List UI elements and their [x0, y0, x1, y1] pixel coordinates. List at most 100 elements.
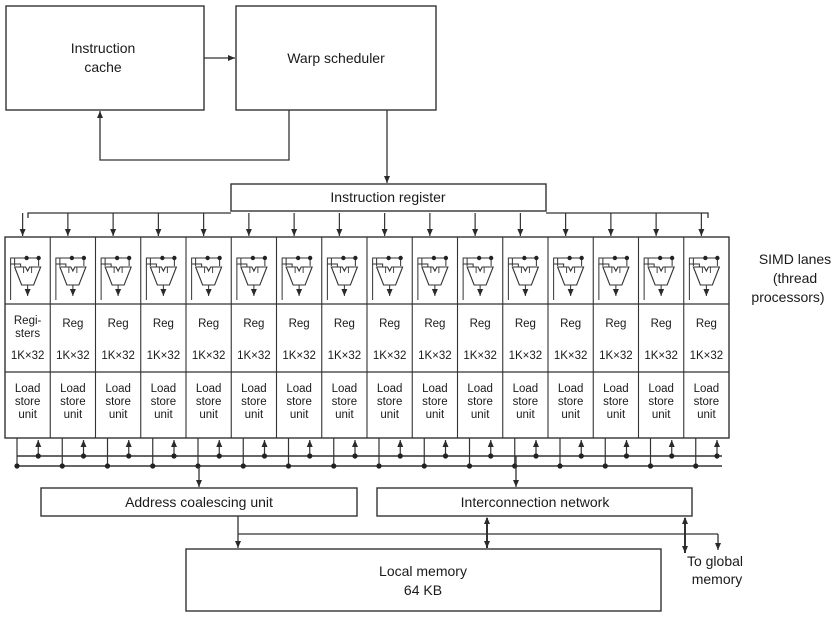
bus-junction-dot: [647, 463, 654, 469]
load-store-unit-label: store: [422, 396, 448, 408]
register-file-size: 1K×32: [463, 350, 497, 362]
bus-junction-dot: [171, 453, 177, 459]
alu-icon: [553, 255, 585, 300]
interconnection-network-label: Interconnection network: [461, 494, 611, 510]
register-file-label: Reg: [198, 318, 219, 330]
load-store-unit-label: Load: [694, 383, 720, 395]
register-file-size: 1K×32: [282, 350, 316, 362]
alu-icon: [372, 255, 404, 300]
register-file-size: 1K×32: [11, 350, 45, 362]
load-store-unit-label: Load: [558, 383, 584, 395]
load-store-unit-label: store: [558, 396, 584, 408]
alu-icon: [145, 255, 178, 300]
load-store-unit-label: unit: [245, 409, 264, 421]
address-coalescing-unit-block: Address coalescing unit: [40, 487, 358, 517]
register-file-size: 1K×32: [418, 350, 452, 362]
simd-lanes-label-line3: processors): [751, 289, 824, 305]
load-store-unit-label: Load: [105, 383, 131, 395]
load-store-unit-label: unit: [471, 409, 490, 421]
register-file-label: Reg: [470, 318, 491, 330]
instruction-bus-drops: [19, 213, 705, 236]
load-store-unit-label: Load: [15, 383, 41, 395]
bus-junction-dot: [466, 463, 473, 469]
to-global-memory-label-line1: To global: [687, 553, 743, 569]
simd-lanes-label-line2: (thread: [773, 270, 817, 286]
register-file-label: Reg: [696, 318, 717, 330]
alu-icon: [462, 255, 494, 300]
register-file-size: 1K×32: [373, 350, 407, 362]
load-store-unit-label: Load: [286, 383, 312, 395]
address-coalescing-unit-label: Address coalescing unit: [125, 494, 273, 510]
load-store-unit-label: unit: [64, 409, 83, 421]
bus-junction-dot: [693, 463, 699, 469]
bus-junction-dot: [307, 453, 313, 459]
local-memory-label-line2: 64 KB: [404, 582, 442, 598]
load-store-unit-label: store: [694, 396, 720, 408]
instruction-cache-label-line1: Instruction: [71, 40, 136, 56]
load-store-unit-label: unit: [380, 409, 399, 421]
bus-junction-dot: [104, 463, 111, 469]
load-store-unit-label: store: [105, 396, 131, 408]
warp-scheduler-label: Warp scheduler: [287, 50, 385, 66]
load-store-unit-label: unit: [561, 409, 580, 421]
bus-junction-dot: [285, 463, 292, 469]
instruction-register-label: Instruction register: [330, 189, 445, 205]
interconnection-network-block: Interconnection network: [376, 487, 693, 517]
simd-lane-columns: Regi-sters1K×32LoadstoreunitReg1K×32Load…: [10, 237, 723, 438]
alu-icon: [417, 255, 449, 300]
load-store-unit-label: store: [603, 396, 629, 408]
alu-icon: [326, 255, 359, 300]
register-file-size: 1K×32: [599, 350, 633, 362]
load-store-unit-label: store: [151, 396, 177, 408]
load-store-unit-label: unit: [516, 409, 535, 421]
load-store-unit-label: store: [241, 396, 267, 408]
load-store-unit-label: Load: [603, 383, 629, 395]
bus-junction-dot: [397, 453, 403, 459]
alu-icon: [507, 255, 540, 300]
register-file-size: 1K×32: [237, 350, 271, 362]
bus-junction-dot: [261, 453, 268, 459]
load-store-unit-label: Load: [467, 383, 493, 395]
load-store-unit-label: unit: [199, 409, 218, 421]
alu-icon: [191, 255, 223, 300]
load-store-unit-label: unit: [426, 409, 445, 421]
register-file-label: Reg: [379, 318, 400, 330]
instruction-cache-label-line2: cache: [84, 59, 122, 75]
load-store-unit-label: unit: [697, 409, 716, 421]
bus-junction-dot: [126, 453, 132, 459]
bus-junction-dot: [602, 463, 608, 469]
instruction-bus-left: [27, 212, 231, 218]
load-store-unit-label: store: [648, 396, 674, 408]
register-file-size: 1K×32: [101, 350, 135, 362]
bus-junction-dot: [623, 453, 630, 459]
register-file-size: 1K×32: [644, 350, 678, 362]
lane-bus-system: [14, 438, 722, 469]
simd-lanes-label-line1: SIMD lanes: [759, 251, 831, 267]
bus-junction-dot: [14, 463, 20, 469]
alu-icon: [100, 255, 132, 300]
load-store-unit-label: Load: [151, 383, 177, 395]
local-memory-block: Local memory 64 KB: [185, 548, 662, 612]
scheduler-to-cache-feedback-arrow: [97, 110, 290, 161]
register-file-size: 1K×32: [56, 350, 90, 362]
bus-junction-dot: [714, 453, 720, 459]
register-file-size: 1K×32: [147, 350, 181, 362]
bus-junction-dot: [669, 453, 675, 459]
register-file-label: Reg: [108, 318, 129, 330]
bus-junction-dot: [35, 453, 41, 459]
register-file-label: Reg: [424, 318, 445, 330]
load-store-unit-label: Load: [196, 383, 222, 395]
alu-icon: [598, 255, 630, 300]
load-store-unit-label: store: [15, 396, 41, 408]
load-store-unit-label: store: [196, 396, 222, 408]
alu-icon: [55, 255, 87, 300]
alu-icon: [688, 255, 721, 300]
register-file-label: Reg: [243, 318, 264, 330]
